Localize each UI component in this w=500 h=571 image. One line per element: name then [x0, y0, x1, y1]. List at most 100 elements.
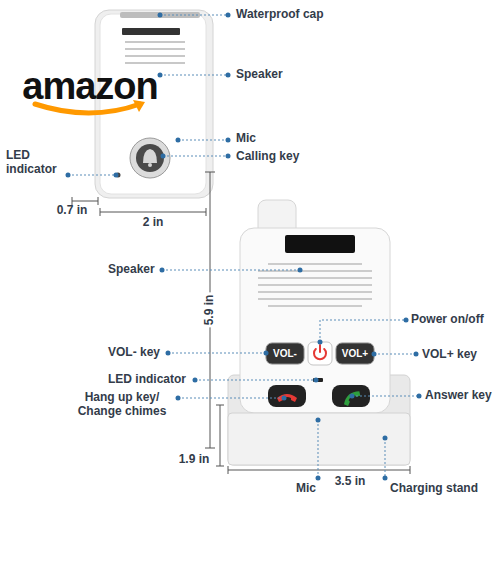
speaker-grille — [125, 42, 185, 63]
leader-dot — [404, 318, 409, 323]
leader-dot — [176, 138, 181, 143]
hang-up-button — [268, 385, 306, 407]
grille-line — [125, 41, 185, 43]
bell-icon — [143, 149, 157, 163]
leader-line — [68, 175, 116, 176]
power-icon — [319, 345, 321, 352]
leader-dot — [417, 394, 422, 399]
part-label: Calling key — [236, 150, 299, 164]
vol-plus-button — [336, 343, 374, 364]
part-label: Speaker — [236, 68, 283, 82]
logo-text: amazon — [22, 67, 157, 105]
button-label: VOL+ — [342, 348, 368, 360]
part-label: Waterproof cap — [236, 8, 324, 22]
dimension-line — [72, 201, 98, 202]
calling-key-center — [136, 144, 164, 172]
part-label: Speaker — [108, 263, 155, 277]
leader-dot — [161, 154, 166, 159]
receiver — [228, 200, 410, 465]
part-label: LED indicator — [108, 373, 186, 387]
grille-line — [258, 277, 372, 279]
leader-dot — [314, 378, 319, 383]
leader-line — [163, 156, 228, 157]
display — [285, 235, 355, 253]
dimension-tick — [410, 466, 411, 474]
dimension-lines — [72, 172, 410, 474]
grille-line — [125, 55, 185, 57]
leader-dot — [176, 396, 181, 401]
dimension-label: 3.5 in — [333, 475, 368, 489]
leader-line — [318, 420, 319, 478]
leader-line — [168, 353, 266, 354]
dimension-tick — [100, 208, 101, 216]
dimension-line — [228, 470, 410, 471]
stand-front — [228, 413, 410, 465]
dimension-label: 0.7 in — [57, 204, 88, 218]
leader-dot — [66, 173, 71, 178]
leader-dot — [316, 476, 321, 481]
leader-line — [352, 396, 419, 397]
leader-line — [385, 438, 386, 478]
dimension-line — [220, 405, 221, 466]
vol-minus-button — [266, 343, 304, 364]
power-button — [308, 342, 332, 365]
part-label: VOL+ key — [422, 348, 477, 362]
grille-line — [258, 298, 372, 300]
leader-dot — [372, 352, 377, 357]
dimension-tick — [206, 208, 207, 216]
leader-dot — [383, 476, 388, 481]
leader-line — [178, 140, 228, 141]
leader-dot — [282, 396, 287, 401]
leader-dot — [114, 173, 119, 178]
mic-hole — [177, 139, 180, 142]
grille-line — [125, 48, 185, 50]
part-label: Hang up key/ Change chimes — [72, 391, 172, 419]
answer-icon — [341, 388, 361, 407]
dimension-tick — [228, 466, 229, 474]
leader-dot — [383, 436, 388, 441]
dimension-tick — [216, 466, 224, 467]
speaker-slot — [122, 28, 180, 35]
button-label: VOL- — [273, 348, 297, 360]
leader-dot — [158, 13, 163, 18]
leader-dot — [226, 13, 231, 18]
part-label: Mic — [296, 482, 316, 496]
led-indicator — [313, 378, 323, 382]
dimension-label: 1.9 in — [177, 453, 212, 467]
bell-clapper — [148, 163, 152, 167]
part-label: Charging stand — [390, 482, 478, 496]
leader-dot — [193, 378, 198, 383]
dimension-tick — [205, 172, 215, 173]
leader-line — [374, 354, 416, 355]
part-label: Answer key — [425, 389, 492, 403]
leader-dot — [414, 352, 419, 357]
grille-line — [268, 263, 362, 265]
leader-line — [162, 270, 300, 271]
dimension-label: 5.9 in — [203, 293, 217, 328]
leader-dot — [298, 268, 303, 273]
grille-line — [125, 62, 185, 64]
leader-dot — [316, 418, 321, 423]
grille-line — [258, 291, 372, 293]
leader-dot — [264, 351, 269, 356]
grille-line — [258, 284, 372, 286]
leader-dot — [226, 73, 231, 78]
dimension-tick — [98, 197, 99, 205]
mic-hole — [317, 419, 320, 422]
leader-dot — [318, 340, 323, 345]
dimension-label: 2 in — [143, 216, 164, 230]
grille-line — [268, 305, 362, 307]
calling-key — [130, 138, 170, 178]
leader-line — [160, 75, 228, 76]
dimension-tick — [205, 448, 215, 449]
part-label: Power on/off — [411, 313, 484, 327]
leader-dot — [160, 268, 165, 273]
leader-dot — [166, 351, 171, 356]
leader-line — [195, 380, 316, 381]
leader-dot — [226, 154, 231, 159]
dimension-tick — [216, 405, 224, 406]
part-label: Mic — [236, 132, 256, 146]
leader-dot — [158, 73, 163, 78]
